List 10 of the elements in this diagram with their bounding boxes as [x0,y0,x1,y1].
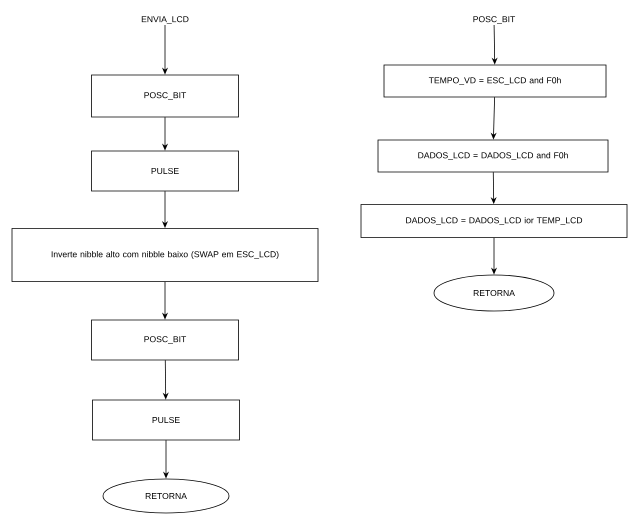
process-box: DADOS_LCD = DADOS_LCD ior TEMP_LCD [360,204,628,238]
start-label: ENVIA_LCD [142,16,188,24]
process-box: DADOS_LCD = DADOS_LCD and F0h [378,140,608,172]
process-box: PULSE [92,400,240,440]
process-box: TEMPO_VD = ESC_LCD and F0h [384,64,606,98]
process-box: POSC_BIT [91,74,239,118]
process-box: POSC_BIT [91,320,239,360]
process-box: PULSE [91,150,239,192]
process-box: Inverte nibble alto com nibble baixo (SWAP em ESC_LCD) [12,228,318,282]
start-label: POSC_BIT [473,16,516,24]
